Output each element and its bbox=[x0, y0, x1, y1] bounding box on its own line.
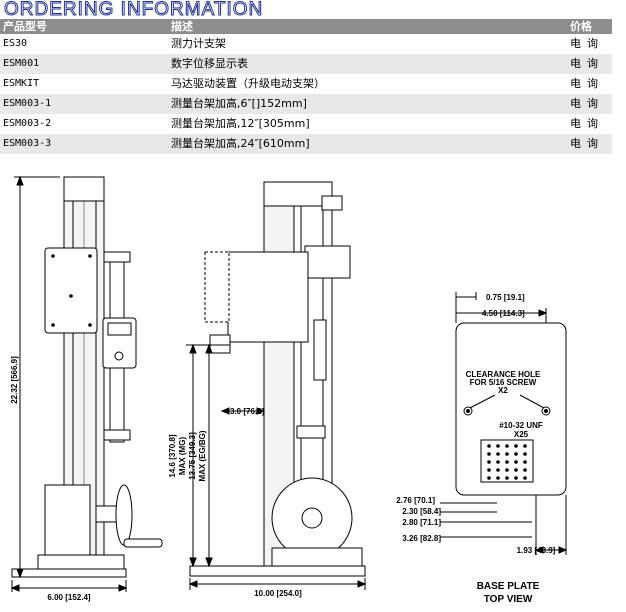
dim-075: 0.75 [19.1] bbox=[486, 293, 525, 302]
table-row: ESM001 数字位移显示表 电询 bbox=[0, 54, 612, 74]
threaded-hole bbox=[505, 476, 509, 480]
table-row: ESM003-1 测量台架加高,6″[]152mm] 电询 bbox=[0, 94, 612, 114]
clearance-line-1: CLEARANCE HOLE bbox=[466, 370, 541, 379]
threaded-hole bbox=[514, 460, 518, 464]
threaded-hole bbox=[496, 468, 500, 472]
dim-276: 2.76 [70.1] bbox=[396, 496, 435, 505]
dim-max-mg: 14.6 [370.8] bbox=[168, 434, 177, 477]
thread-line-1: #10-32 UNF bbox=[499, 421, 543, 430]
dim-max-egbg-label: MAX (EG/BG) bbox=[198, 430, 207, 481]
threaded-hole bbox=[487, 444, 491, 448]
threaded-hole bbox=[487, 476, 491, 480]
threaded-hole bbox=[496, 460, 500, 464]
cell-model: ES30 bbox=[3, 38, 28, 49]
threaded-hole bbox=[496, 476, 500, 480]
threaded-hole bbox=[523, 452, 527, 456]
cell-description: 马达驱动装置（升级电动支架） bbox=[171, 77, 325, 90]
cell-model: ESM001 bbox=[3, 58, 40, 69]
dim-230: 2.30 [58.4] bbox=[402, 507, 441, 516]
threaded-hole bbox=[523, 468, 527, 472]
threaded-hole bbox=[496, 452, 500, 456]
dim-height: 22.32 [566.9] bbox=[10, 356, 19, 404]
front-view bbox=[10, 175, 163, 592]
cell-description: 测力计支架 bbox=[171, 37, 226, 50]
table-row: ES30 测力计支架 电询 bbox=[0, 34, 612, 54]
cell-price: 电询 bbox=[570, 77, 604, 90]
threaded-hole bbox=[505, 444, 509, 448]
dim-base-width: 6.00 [152.4] bbox=[47, 593, 90, 602]
table-row: ESM003-2 测量台架加高,12″[305mm] 电询 bbox=[0, 114, 612, 134]
dim-450: 4.50 [114.3] bbox=[482, 309, 525, 318]
cell-price: 电询 bbox=[570, 137, 604, 150]
cell-model: ESM003-2 bbox=[3, 118, 52, 129]
threaded-hole bbox=[505, 468, 509, 472]
ordering-table: 产品型号 描述 价格RMB ES30 测力计支架 电询 ESM001 数字位移显… bbox=[0, 19, 612, 154]
threaded-hole bbox=[514, 452, 518, 456]
threaded-hole bbox=[523, 476, 527, 480]
table-row: ESMKIT 马达驱动装置（升级电动支架） 电询 bbox=[0, 74, 612, 94]
cell-price: 电询 bbox=[570, 37, 604, 50]
threaded-hole bbox=[505, 452, 509, 456]
dim-280: 2.80 [71.1] bbox=[402, 518, 441, 527]
header-description: 描述 bbox=[171, 20, 193, 33]
dim-side-width: 10.00 [254.0] bbox=[254, 589, 302, 598]
cell-description: 测量台架加高,24″[610mm] bbox=[171, 137, 310, 150]
threaded-hole bbox=[523, 460, 527, 464]
dim-max-egbg: 13.75 [349.3] bbox=[188, 432, 197, 480]
clearance-line-3: X2 bbox=[498, 386, 508, 395]
dim-326: 3.26 [82.8] bbox=[402, 534, 441, 543]
cell-model: ESMKIT bbox=[3, 78, 40, 89]
dim-offset: 3.0 [76.2] bbox=[230, 407, 265, 416]
threaded-hole bbox=[487, 468, 491, 472]
thread-line-2: X25 bbox=[514, 430, 529, 439]
threaded-hole bbox=[523, 444, 527, 448]
cell-model: ESM003-3 bbox=[3, 138, 52, 149]
table-row: ESM003-3 测量台架加高,24″[610mm] 电询 bbox=[0, 134, 612, 154]
header-price: 价格RMB bbox=[570, 20, 598, 48]
threaded-hole bbox=[487, 460, 491, 464]
cell-price: 电询 bbox=[570, 117, 604, 130]
header-model: 产品型号 bbox=[3, 20, 47, 33]
caption-line-2: TOP VIEW bbox=[484, 594, 533, 605]
threaded-hole bbox=[487, 452, 491, 456]
threaded-hole bbox=[514, 444, 518, 448]
clearance-line-2: FOR 5/16 SCREW bbox=[470, 378, 537, 387]
side-view bbox=[186, 181, 367, 590]
cell-model: ESM003-1 bbox=[3, 98, 52, 109]
threaded-hole-grid bbox=[487, 444, 527, 480]
dim-max-mg-label: MAX (MG) bbox=[178, 437, 187, 476]
threaded-hole bbox=[496, 444, 500, 448]
threaded-hole bbox=[505, 460, 509, 464]
dim-193: 1.93 [48.9] bbox=[517, 546, 556, 555]
caption-line-1: BASE PLATE bbox=[477, 581, 540, 592]
cell-description: 测量台架加高,12″[305mm] bbox=[171, 117, 310, 130]
table-header: 产品型号 描述 价格RMB bbox=[0, 19, 612, 48]
cell-description: 数字位移显示表 bbox=[171, 57, 248, 70]
cell-price: 电询 bbox=[570, 97, 604, 110]
page-title: ORDERING INFORMATION bbox=[3, 0, 264, 20]
threaded-hole bbox=[514, 476, 518, 480]
cell-description: 测量台架加高,6″[]152mm] bbox=[171, 97, 307, 110]
cell-price: 电询 bbox=[570, 57, 604, 70]
threaded-hole bbox=[514, 468, 518, 472]
